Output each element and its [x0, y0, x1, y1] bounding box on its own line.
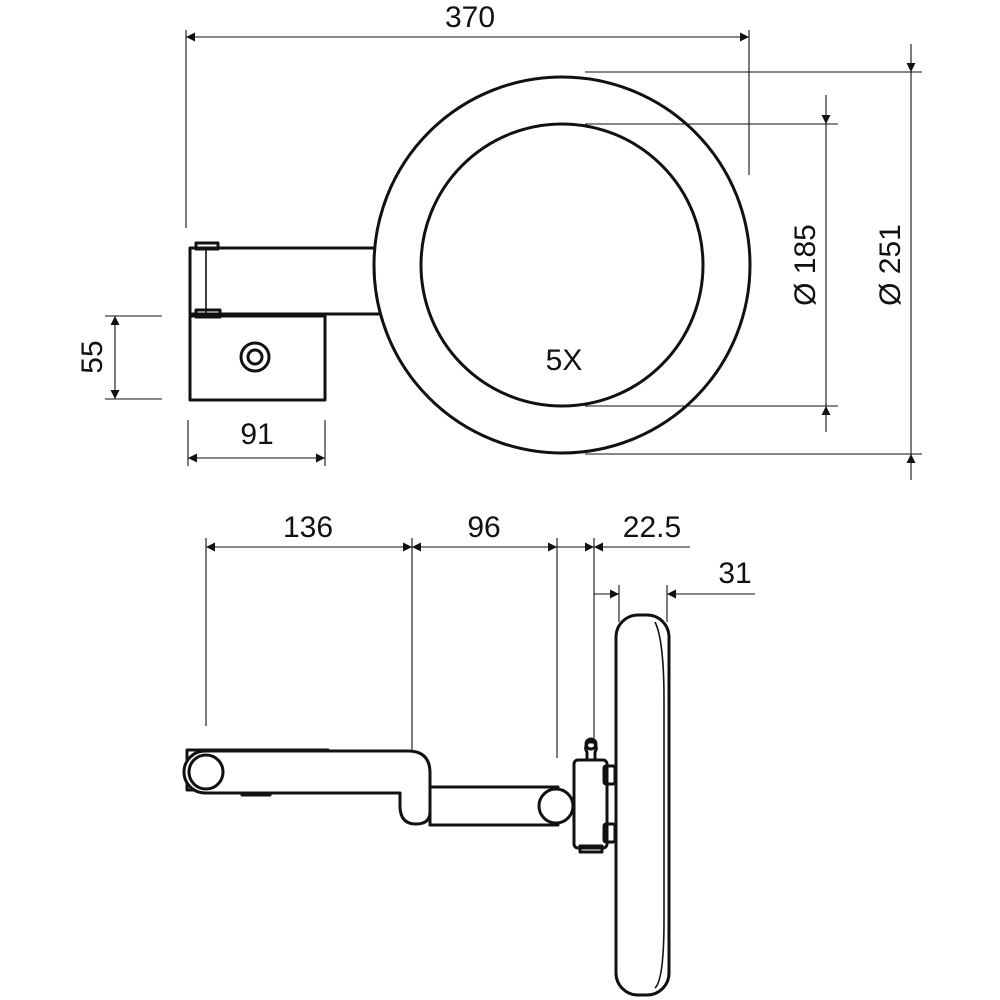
mounting-block	[188, 314, 327, 402]
swivel-base	[578, 844, 604, 854]
mount-screw-inner	[246, 348, 264, 366]
side-view: 136 96 22.5 31	[182, 511, 755, 997]
front-arm	[188, 246, 387, 316]
magnification-label: 5X	[546, 344, 583, 377]
adjust-screw-head	[584, 737, 598, 751]
wall-pivot	[187, 753, 225, 791]
dim-label-55: 55	[76, 340, 109, 373]
mirror-outer-ring	[372, 75, 752, 455]
dim-label-251: Ø 251	[874, 224, 907, 306]
first-arm	[182, 749, 432, 826]
block-hinge-top	[194, 308, 222, 319]
arm-hinge-top	[194, 241, 220, 251]
dim-label-31: 31	[718, 557, 751, 590]
mount-screw-outer	[239, 341, 271, 373]
dim-label-136: 136	[283, 511, 333, 544]
dim-label-22-5: 22.5	[623, 511, 681, 544]
mirror-glass	[419, 122, 705, 408]
swivel-joint	[572, 758, 609, 850]
front-view: 5X 370 55 91 Ø 185 Ø 251	[76, 1, 922, 480]
dim-label-91: 91	[240, 418, 273, 451]
adjust-screw	[584, 740, 598, 762]
elbow-pivot	[537, 787, 575, 825]
mirror-glass-edge	[654, 621, 665, 989]
mirror-side-profile	[614, 613, 671, 997]
dim-label-185: Ø 185	[789, 224, 822, 306]
dim-label-370: 370	[445, 1, 495, 34]
dim-label-96: 96	[467, 511, 500, 544]
second-arm	[428, 785, 560, 827]
